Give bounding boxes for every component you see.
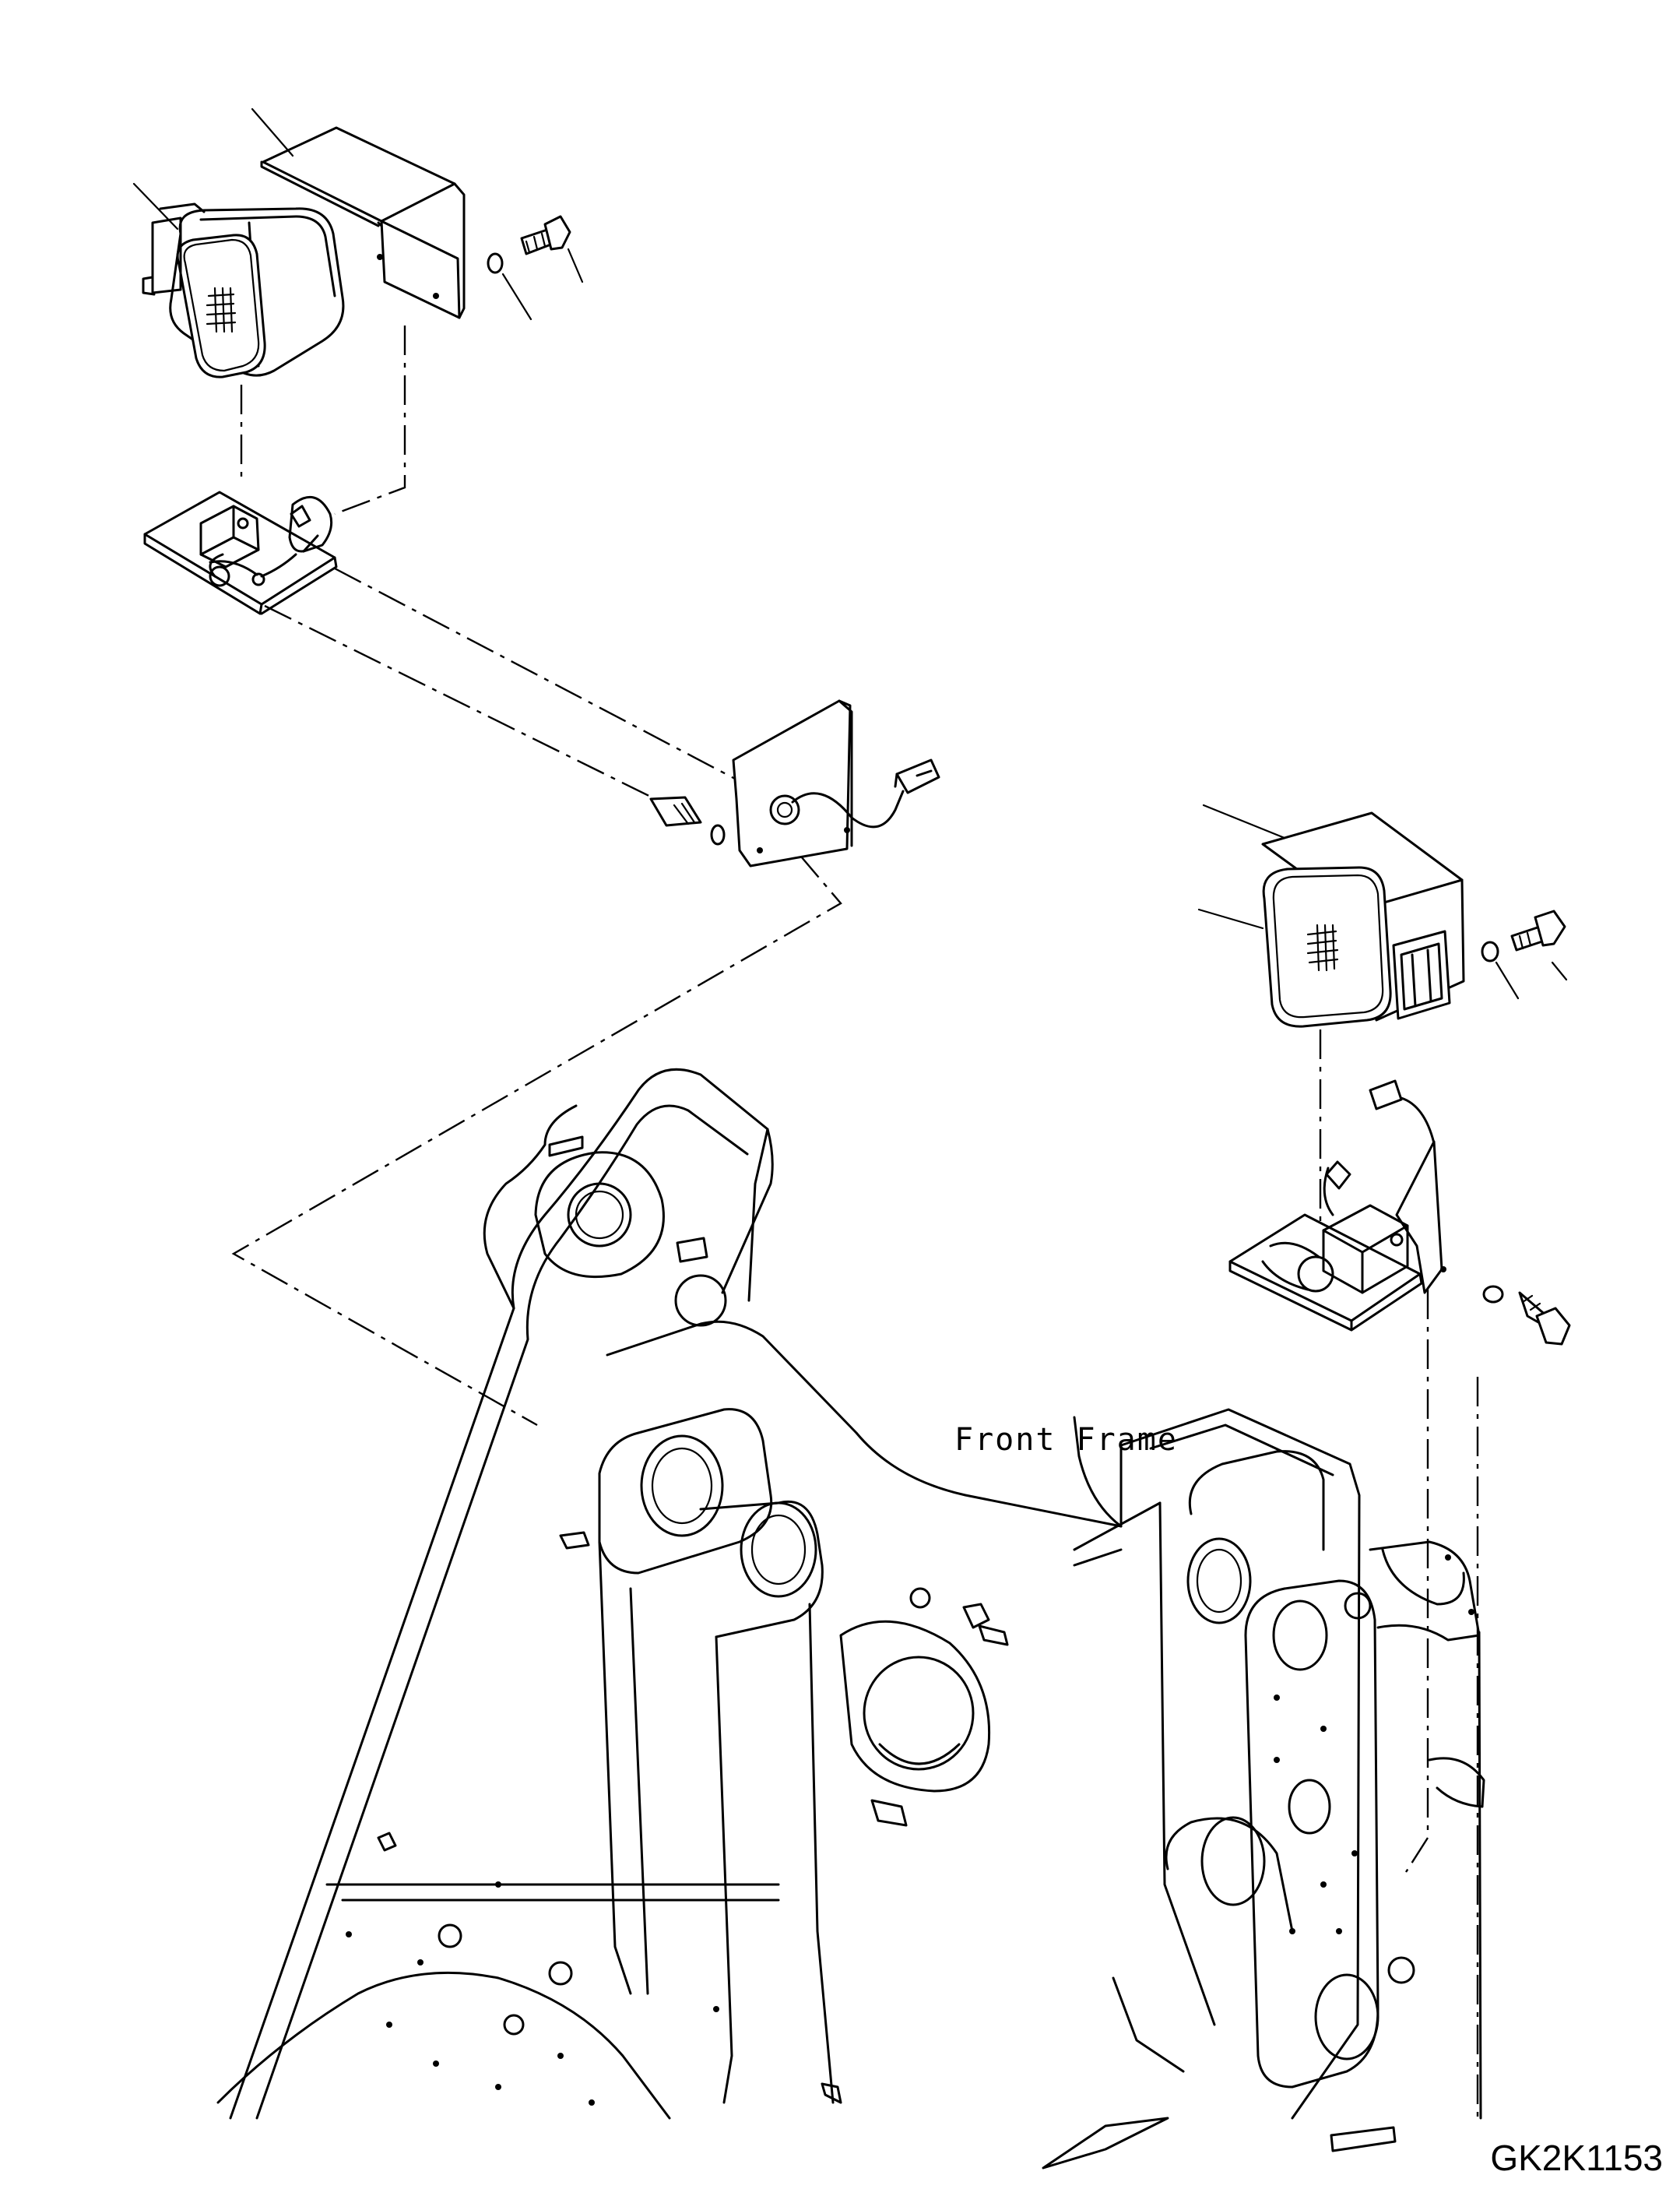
right-bracket-bolt <box>1482 1285 1571 1346</box>
center-side-bracket <box>732 699 940 867</box>
right-assembly-guide-line <box>1319 1029 1479 2118</box>
right-lamp-bracket <box>1228 1079 1446 1332</box>
center-bracket-bolt <box>649 796 726 846</box>
left-assembly-guide-line <box>231 326 842 1427</box>
right-lamp-bolt <box>1481 910 1568 1000</box>
right-work-lamp <box>1197 804 1465 1028</box>
left-cover-bolt <box>487 215 584 321</box>
front-frame <box>216 1068 1485 2170</box>
left-work-lamp <box>132 182 345 378</box>
lens-grid-icon <box>206 287 237 333</box>
left-lamp-cover <box>251 107 466 319</box>
front-frame-label: Front Frame <box>954 1422 1178 1458</box>
drawing-code: GK2K1153 <box>1490 2138 1663 2178</box>
right-lens-grid-icon <box>1306 924 1339 972</box>
left-lamp-bracket <box>143 491 338 615</box>
